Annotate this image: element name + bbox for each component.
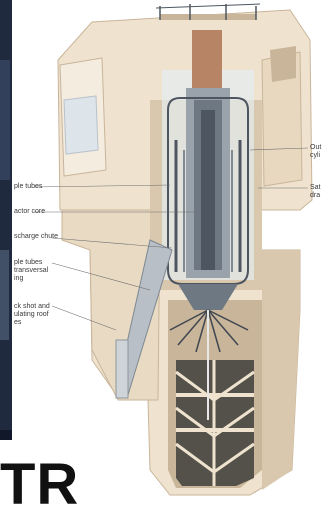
label-shot-and-roof: ck shot and ulating roof es <box>14 303 50 327</box>
label-sample-tubes-transversal: ple tubes transversal ing <box>14 259 48 283</box>
left-photo-strip <box>0 0 12 440</box>
label-outer-cylinder: Out cyli <box>310 144 321 160</box>
label-drain: Sat dra <box>310 184 321 200</box>
title-fragment: TR <box>0 452 79 518</box>
label-ple-tubes: ple tubes <box>14 183 42 191</box>
label-discharge-chute: scharge chute <box>14 233 58 241</box>
label-reactor-core: actor core <box>14 208 45 216</box>
